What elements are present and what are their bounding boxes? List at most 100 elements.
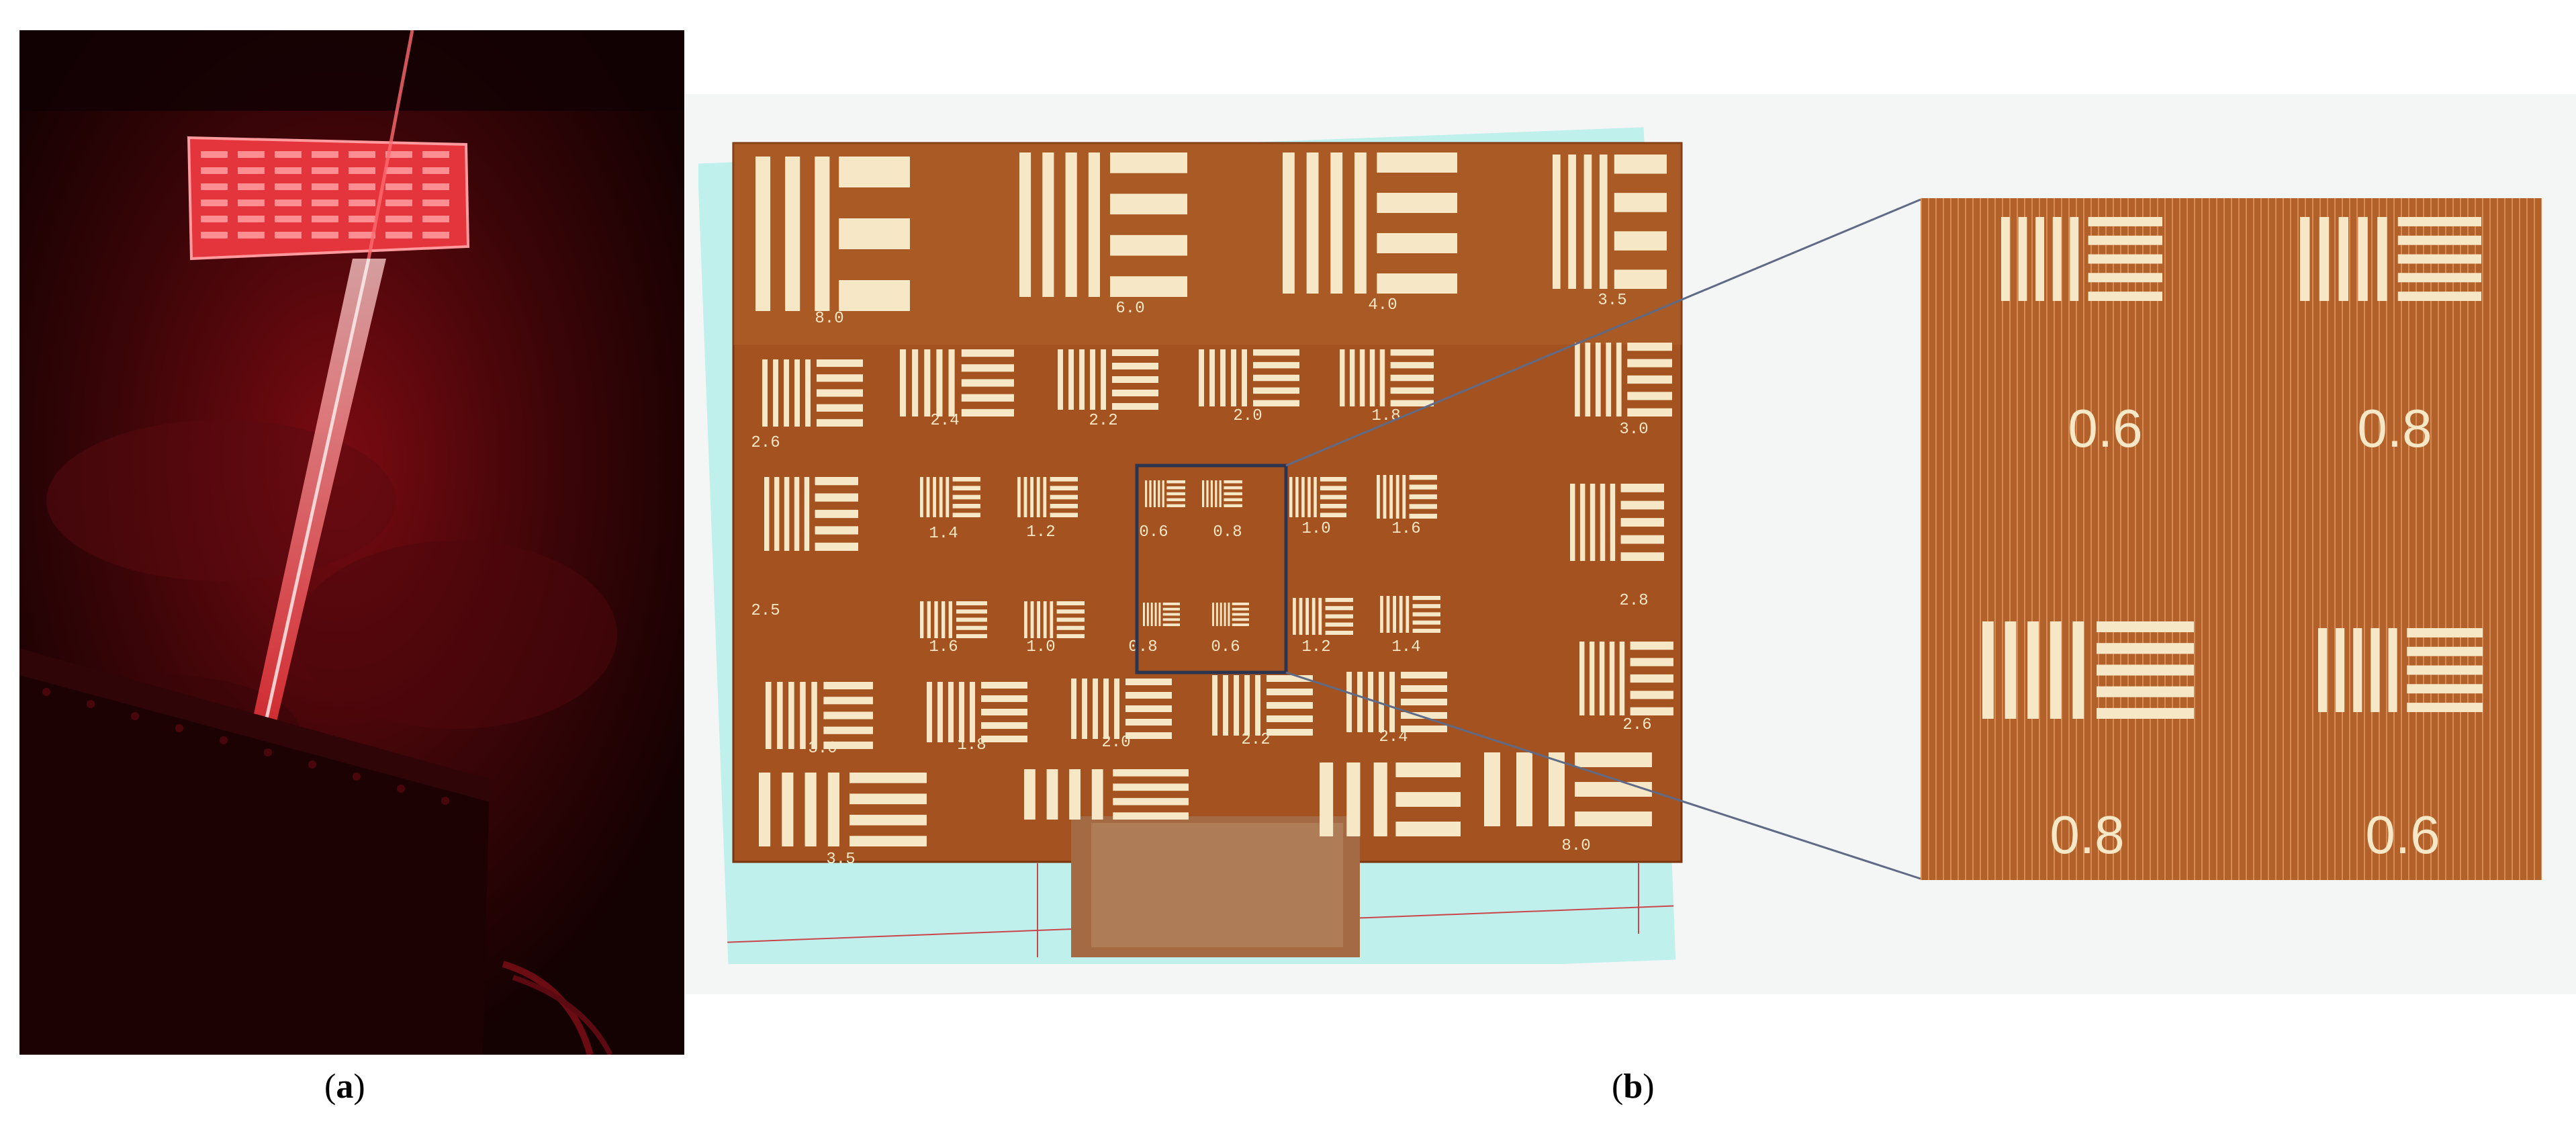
target-bar xyxy=(1575,782,1652,797)
target-bar xyxy=(1599,155,1608,289)
target-bar xyxy=(1630,642,1673,650)
zoom-stripe xyxy=(1950,198,1951,880)
target-bar xyxy=(2050,621,2062,719)
target-bar xyxy=(948,349,955,417)
target-bar xyxy=(2052,217,2062,301)
photo-target-bar xyxy=(349,183,375,190)
target-bar xyxy=(1232,607,1249,611)
zoom-stripe xyxy=(2512,198,2513,880)
target-bar xyxy=(1373,762,1387,836)
target-bar xyxy=(1224,504,1242,507)
target-bar xyxy=(956,625,987,630)
target-bar xyxy=(920,477,923,517)
photo-target-bar xyxy=(201,216,228,222)
zoom-stripe xyxy=(2452,198,2454,880)
target-bar xyxy=(1103,679,1109,739)
zoom-stripe xyxy=(2489,198,2491,880)
photo-target-bar xyxy=(201,232,228,238)
target-bar xyxy=(1619,642,1625,715)
target-bar xyxy=(1377,233,1457,253)
target-bar xyxy=(1162,618,1180,621)
target-bar xyxy=(952,486,980,490)
target-bar xyxy=(2407,684,2483,694)
target-bar xyxy=(1267,729,1313,736)
target-bar xyxy=(1390,387,1434,394)
target-bar xyxy=(1253,400,1299,406)
target-label: 2.4 xyxy=(930,412,959,430)
target-label: 0.6 xyxy=(1139,523,1168,541)
target-bar xyxy=(1166,498,1185,502)
target-bar xyxy=(1320,513,1346,517)
bolt-hole xyxy=(42,688,50,696)
target-bar xyxy=(1231,349,1236,406)
target-bar xyxy=(1162,603,1180,605)
target-label: 3.5 xyxy=(826,850,855,869)
target-bar xyxy=(2336,628,2345,712)
target-bar xyxy=(1056,601,1085,606)
target-bar xyxy=(956,609,987,614)
target-bar xyxy=(1620,535,1664,544)
target-bar xyxy=(1412,604,1440,609)
target-bar xyxy=(1614,269,1667,289)
target-label: 3.5 xyxy=(1598,292,1626,310)
zoom-stripe xyxy=(2467,198,2469,880)
target-bar xyxy=(952,477,980,482)
target-bar xyxy=(2035,217,2044,301)
target-bar xyxy=(1579,484,1585,561)
target-bar xyxy=(1575,752,1652,767)
target-bar xyxy=(1982,621,1994,719)
photo-target-bar xyxy=(275,167,302,174)
target-bar xyxy=(1019,152,1031,297)
target-bar xyxy=(1112,403,1158,410)
zoom-stripe xyxy=(2098,198,2099,880)
target-label: 6.0 xyxy=(1115,300,1144,318)
target-bar xyxy=(1289,477,1293,517)
target-bar xyxy=(2088,273,2162,283)
target-bar xyxy=(2005,621,2017,719)
target-bar xyxy=(1585,343,1591,417)
target-bar xyxy=(2407,665,2483,675)
target-bar xyxy=(1166,486,1185,490)
target-bar xyxy=(981,722,1027,729)
target-bar xyxy=(815,542,858,551)
target-bar xyxy=(1253,349,1299,356)
target-bar xyxy=(823,697,873,705)
target-bar xyxy=(1199,349,1204,406)
target-bar xyxy=(815,509,858,519)
target-bar xyxy=(1390,361,1434,369)
target-bar xyxy=(1377,475,1380,519)
target-bar xyxy=(956,617,987,622)
target-bar xyxy=(1393,596,1396,633)
target-bar xyxy=(1409,504,1437,509)
target-bar xyxy=(1401,672,1447,679)
target-bar xyxy=(2407,628,2483,638)
zoom-stripe xyxy=(2445,198,2446,880)
target-bar xyxy=(1024,601,1027,638)
target-label: 3.0 xyxy=(808,740,837,758)
target-bar xyxy=(817,374,863,382)
target-bar xyxy=(2097,621,2194,633)
zoom-stripe xyxy=(2017,198,2018,880)
zoom-stripe xyxy=(2113,198,2114,880)
photo-target-bar xyxy=(422,183,449,190)
bolt-hole xyxy=(175,724,183,732)
target-bar xyxy=(981,736,1027,742)
target-bar xyxy=(1125,705,1172,712)
photo-target-bar xyxy=(201,151,228,158)
target-bar xyxy=(1395,822,1461,836)
photo-target-bar xyxy=(422,167,449,174)
target-bar xyxy=(755,157,771,311)
photo-target-bar xyxy=(312,151,338,158)
target-bar xyxy=(2088,217,2162,226)
target-bar xyxy=(1325,606,1353,611)
target-bar xyxy=(1050,477,1078,482)
target-bar xyxy=(1232,603,1249,605)
photo-target-bar xyxy=(201,167,228,174)
target-bar xyxy=(794,359,800,427)
target-bar xyxy=(1386,596,1390,633)
zoom-stripe xyxy=(2135,198,2136,880)
target-bar xyxy=(839,218,910,249)
target-bar xyxy=(1125,732,1172,739)
target-bar xyxy=(1301,477,1305,517)
zoom-stripe xyxy=(2519,198,2520,880)
